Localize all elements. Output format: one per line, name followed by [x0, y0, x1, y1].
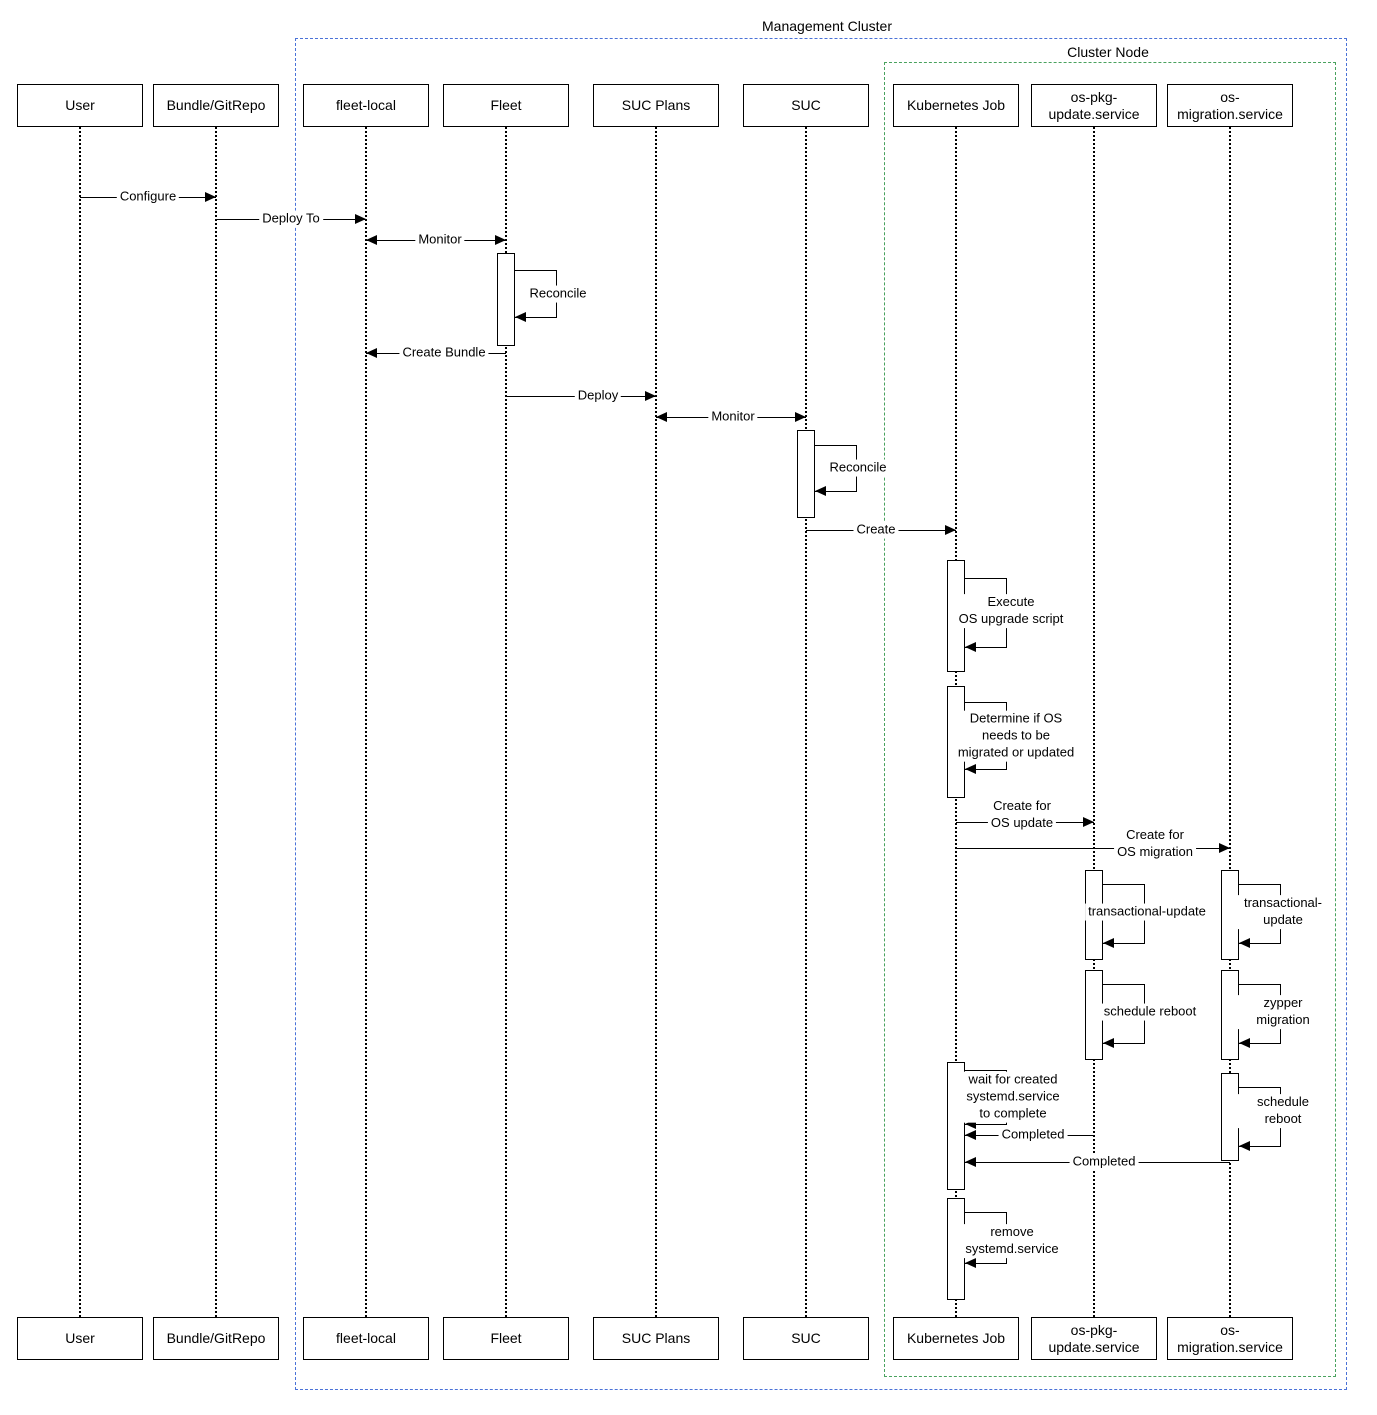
activation-fleet-reconcile: [497, 253, 515, 346]
lifeline-os-migration: [1229, 127, 1231, 1317]
msg-completed-pkg-label: Completed: [998, 1126, 1068, 1144]
participant-fleet-bottom: Fleet: [443, 1317, 569, 1360]
arrowhead-completed-mig: [965, 1157, 976, 1167]
msg-create-os-migration-line: [956, 848, 1230, 849]
arrowhead-monitor-suc-right: [795, 412, 806, 422]
participant-suc-bottom: SUC: [743, 1317, 869, 1360]
arrowhead-schedule-reboot-pkg: [1103, 1038, 1114, 1048]
msg-create-os-update-label: Create for OS update: [987, 798, 1057, 832]
activation-kjob-wait: [947, 1062, 965, 1190]
msg-deploy-label: Deploy: [574, 387, 622, 405]
participant-kubernetes-job-top: Kubernetes Job: [893, 84, 1019, 127]
arrowhead-remove-systemd: [965, 1258, 976, 1268]
msg-monitor-fleet-label: Monitor: [415, 231, 465, 249]
arrowhead-transactional-pkg: [1103, 938, 1114, 948]
management-cluster-frame: [295, 38, 1347, 1390]
msg-schedule-reboot-mig-label: schedule reboot: [1236, 1094, 1330, 1128]
arrowhead-create-os-migration: [1219, 843, 1230, 853]
arrowhead-create-bundle: [366, 348, 377, 358]
participant-fleet-local-top: fleet-local: [303, 84, 429, 127]
msg-zypper-migration-label: zypper migration: [1236, 995, 1330, 1029]
participant-kubernetes-job-bottom: Kubernetes Job: [893, 1317, 1019, 1360]
msg-reconcile-suc-label: Reconcile: [826, 459, 890, 477]
participant-os-migration-bottom: os- migration.service: [1167, 1317, 1293, 1360]
cluster-node-title: Cluster Node: [1063, 44, 1153, 60]
participant-suc-plans-top: SUC Plans: [593, 84, 719, 127]
msg-completed-mig-label: Completed: [1069, 1153, 1139, 1171]
msg-transactional-mig-label: transactional-update: [1236, 895, 1330, 929]
msg-execute-os-upgrade-label: Execute OS upgrade script: [955, 594, 1067, 628]
lifeline-suc-plans: [655, 127, 657, 1317]
arrowhead-create-job: [945, 525, 956, 535]
msg-remove-systemd-label: remove systemd.service: [962, 1224, 1062, 1258]
participant-suc-plans-bottom: SUC Plans: [593, 1317, 719, 1360]
msg-determine-os-label: Determine if OS needs to be migrated or …: [954, 710, 1078, 762]
activation-suc-reconcile: [797, 430, 815, 518]
msg-create-bundle-label: Create Bundle: [399, 344, 489, 362]
lifeline-suc: [805, 127, 807, 1317]
arrowhead-schedule-reboot-mig: [1239, 1141, 1250, 1151]
participant-bundle-gitrepo-bottom: Bundle/GitRepo: [153, 1317, 279, 1360]
arrowhead-monitor-suc-left: [656, 412, 667, 422]
msg-create-job-label: Create: [853, 521, 899, 539]
arrowhead-configure: [205, 192, 216, 202]
msg-wait-systemd-label: wait for created systemd.service to comp…: [963, 1071, 1063, 1123]
arrowhead-deploy-to: [355, 214, 366, 224]
arrowhead-monitor-fleet-left: [366, 235, 377, 245]
participant-os-pkg-update-bottom: os-pkg- update.service: [1031, 1317, 1157, 1360]
msg-deploy-to-label: Deploy To: [259, 210, 323, 228]
arrowhead-completed-pkg: [965, 1130, 976, 1140]
arrowhead-transactional-mig: [1239, 938, 1250, 948]
arrowhead-wait-systemd: [965, 1119, 976, 1129]
msg-create-os-migration-label: Create for OS migration: [1114, 827, 1196, 861]
arrowhead-zypper-migration: [1239, 1038, 1250, 1048]
msg-configure-label: Configure: [116, 188, 180, 206]
lifeline-user: [79, 127, 81, 1317]
arrowhead-execute-os-upgrade: [965, 642, 976, 652]
arrowhead-monitor-fleet-right: [495, 235, 506, 245]
participant-fleet-top: Fleet: [443, 84, 569, 127]
management-cluster-title: Management Cluster: [758, 18, 896, 34]
cluster-node-frame: [884, 62, 1336, 1377]
lifeline-bundle-gitrepo: [215, 127, 217, 1317]
arrowhead-deploy: [645, 391, 656, 401]
msg-monitor-suc-label: Monitor: [708, 408, 758, 426]
lifeline-os-pkg-update: [1093, 127, 1095, 1317]
participant-os-migration-top: os- migration.service: [1167, 84, 1293, 127]
lifeline-fleet-local: [365, 127, 367, 1317]
msg-transactional-pkg-label: transactional-update: [1085, 903, 1209, 921]
arrowhead-reconcile-fleet: [515, 312, 526, 322]
participant-suc-top: SUC: [743, 84, 869, 127]
lifeline-fleet: [505, 127, 507, 1317]
arrowhead-determine-os: [965, 764, 976, 774]
participant-user-top: User: [17, 84, 143, 127]
arrowhead-create-os-update: [1083, 817, 1094, 827]
arrowhead-reconcile-suc: [815, 486, 826, 496]
participant-fleet-local-bottom: fleet-local: [303, 1317, 429, 1360]
msg-reconcile-fleet-label: Reconcile: [526, 285, 590, 303]
participant-bundle-gitrepo-top: Bundle/GitRepo: [153, 84, 279, 127]
participant-os-pkg-update-top: os-pkg- update.service: [1031, 84, 1157, 127]
participant-user-bottom: User: [17, 1317, 143, 1360]
msg-schedule-reboot-pkg-label: schedule reboot: [1100, 1003, 1200, 1021]
